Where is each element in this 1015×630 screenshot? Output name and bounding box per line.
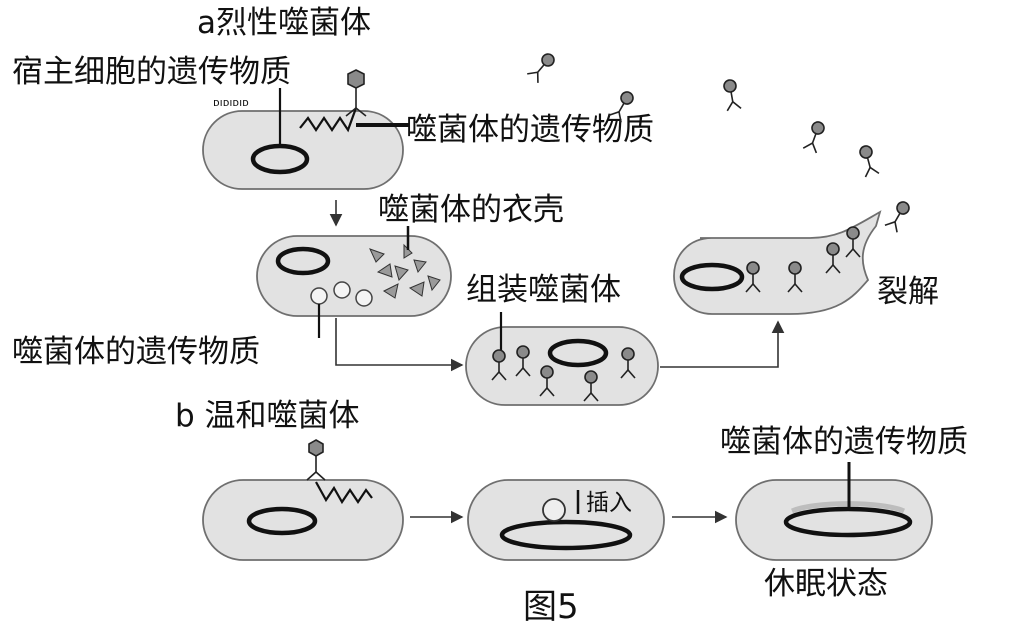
lysing-cell <box>673 210 882 315</box>
phage-dna-circles <box>310 281 373 307</box>
host-chromosome-ring-2 <box>275 246 331 276</box>
prophage-cell <box>735 462 933 561</box>
host-chromosome-ring-3 <box>547 338 609 368</box>
temperate-phage-dna <box>315 481 373 505</box>
temperate-infected-cell <box>202 439 404 561</box>
infected-cell: ᴅıᴅıᴅıᴅ <box>202 69 410 190</box>
svg-text:ᴅıᴅıᴅıᴅ: ᴅıᴅıᴅıᴅ <box>213 96 249 109</box>
phage-dna-circle <box>542 498 566 522</box>
insert-label: 插入 <box>586 490 632 516</box>
temperate-phage-icon <box>306 439 326 481</box>
arrow-to-assembly <box>335 318 464 372</box>
lysis-label: 裂解 <box>877 274 939 310</box>
section-a-title: a烈性噬菌体 <box>197 5 371 41</box>
replicating-cell <box>256 226 452 338</box>
assemble-label: 组装噬菌体 <box>466 272 621 308</box>
capsid-fragments <box>369 243 441 299</box>
dormant-label: 休眠状态 <box>764 566 888 602</box>
section-b-title: b 温和噬菌体 <box>175 398 360 434</box>
integrating-cell <box>467 479 665 561</box>
phage-dna-label-b: 噬菌体的遗传物质 <box>720 424 968 460</box>
assembly-cell <box>465 312 659 406</box>
host-dna-label: 宿主细胞的遗传物质 <box>12 54 291 90</box>
phage-dna-label-mid: 噬菌体的遗传物质 <box>12 334 260 370</box>
phage-dna-label-top: 噬菌体的遗传物质 <box>406 112 654 148</box>
attached-phage-icon <box>345 69 367 117</box>
figure-caption: 图5 <box>523 587 579 627</box>
injected-phage-dna <box>299 107 358 133</box>
host-chromosome-ring-4 <box>679 262 745 292</box>
arrow-to-lysis <box>660 320 785 368</box>
coat-label: 噬菌体的衣壳 <box>378 192 564 228</box>
